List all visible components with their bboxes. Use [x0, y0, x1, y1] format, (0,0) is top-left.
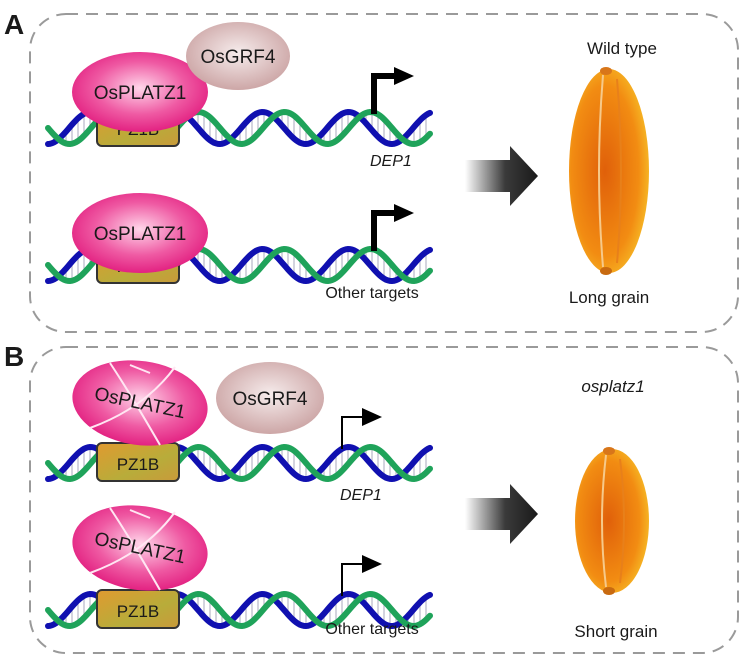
transcription-arrow-icon — [371, 204, 414, 251]
osgrf4-protein: OsGRF4 — [216, 362, 324, 434]
osgrf4-label: OsGRF4 — [233, 389, 308, 410]
phenotype-label: Short grain — [574, 622, 657, 641]
grain-tip — [603, 587, 615, 595]
grain-ridge — [619, 458, 625, 584]
transcription-arrow-icon — [341, 408, 382, 449]
grain-image-long — [569, 67, 649, 275]
genotype-label: osplatz1 — [581, 377, 644, 396]
grain-ridge — [598, 74, 604, 268]
phenotype-label: Long grain — [569, 288, 649, 307]
grain-tip — [600, 267, 612, 275]
grain-ridge — [601, 454, 607, 588]
transcription-arrow-icon — [341, 555, 382, 596]
osplatz1-protein: OsPLATZ1 — [72, 505, 208, 591]
grain-body — [575, 449, 649, 593]
grain-body — [569, 69, 649, 273]
osgrf4-label: OsGRF4 — [201, 47, 276, 68]
osplatz1-protein: OsPLATZ1 — [72, 193, 208, 273]
target-gene-label: DEP1 — [340, 487, 382, 504]
osplatz1-label: OsPLATZ1 — [94, 224, 187, 245]
osplatz1-protein: OsPLATZ1 — [72, 360, 208, 446]
target-gene-label: DEP1 — [370, 153, 412, 170]
pz1b-motif-label: PZ1B — [117, 602, 160, 621]
panel-a-border — [29, 13, 739, 333]
grain-tip — [600, 67, 612, 75]
transition-arrow — [465, 146, 538, 206]
transition-arrow — [465, 484, 538, 544]
crack-lines — [89, 507, 176, 591]
panel-b-border — [29, 346, 739, 654]
panel-b-letter: B — [4, 341, 24, 372]
target-gene-label: Other targets — [325, 621, 418, 638]
target-gene-label: Other targets — [325, 285, 418, 302]
crack-lines — [89, 362, 176, 446]
panel-a-letter: A — [4, 9, 24, 40]
transcription-arrow-icon — [371, 67, 414, 114]
pz1b-motif-label: PZ1B — [117, 455, 160, 474]
grain-ridge — [616, 78, 622, 264]
osplatz1-label: OsPLATZ1 — [94, 83, 187, 104]
genotype-label: Wild type — [587, 39, 657, 58]
grain-tip — [603, 447, 615, 455]
osplatz1-protein: OsPLATZ1 — [72, 52, 208, 132]
grain-image-short — [575, 447, 649, 595]
osgrf4-protein: OsGRF4 — [186, 22, 290, 90]
